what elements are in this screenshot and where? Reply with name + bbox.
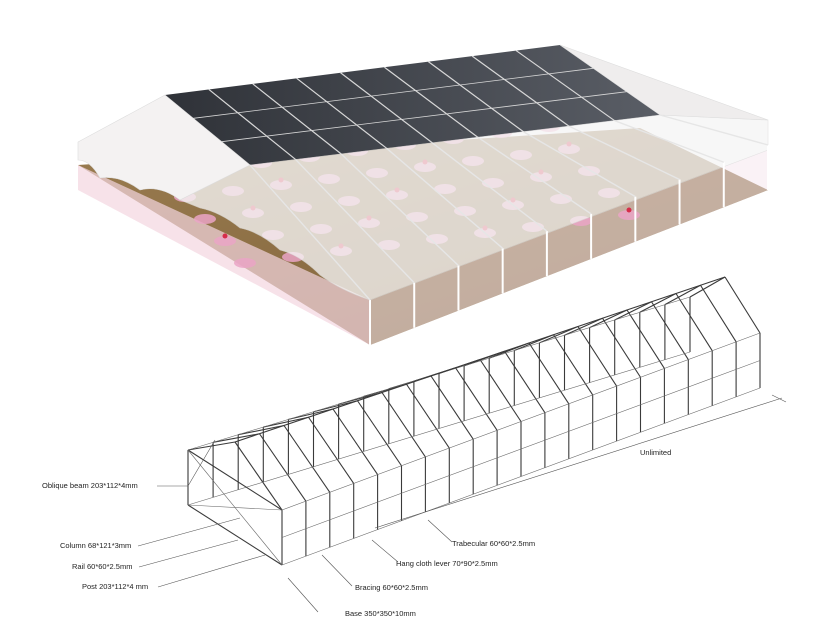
leader-trabecular <box>427 519 453 543</box>
leader-base <box>287 577 319 613</box>
frame-rafter <box>626 309 665 369</box>
frame-rafter <box>455 367 498 431</box>
tent-rafter <box>249 164 371 301</box>
frame-rafter <box>212 433 260 443</box>
frame-rafter <box>283 425 331 493</box>
frame-front-mid-rail <box>281 360 761 538</box>
frame-end-bracing <box>187 504 283 511</box>
roof-rafter-line <box>252 83 342 155</box>
frame-rafter <box>263 416 309 428</box>
frame-rafter <box>332 408 379 475</box>
side-wall <box>78 165 370 345</box>
frame-rafter <box>528 342 570 405</box>
flower-centerpiece <box>626 207 632 213</box>
tent-rafters <box>249 114 769 345</box>
frame-front-base-rail <box>281 387 761 566</box>
roof-grid <box>193 50 627 160</box>
frame-end-base <box>187 504 283 566</box>
tent-rafter <box>477 136 592 215</box>
length-dimension-line <box>374 397 783 529</box>
leader-bracing <box>321 554 353 587</box>
frame-rafter <box>288 408 334 420</box>
tent-rafter <box>568 125 680 181</box>
banquet-table <box>214 236 236 246</box>
leader-column <box>137 517 241 547</box>
tent-rafter <box>431 142 548 232</box>
banquet-table <box>194 214 216 224</box>
label-base: Base 350*350*10mm <box>345 609 416 618</box>
label-rail: Rail 60*60*2.5mm <box>72 562 132 571</box>
roof-purlin-line <box>221 91 627 143</box>
label-column: Column 68*121*3mm <box>60 541 131 550</box>
frame-rafter <box>614 301 652 321</box>
banquet-table <box>234 258 256 268</box>
frame-rafter <box>675 293 713 351</box>
label-hang-cloth-lever: Hang cloth lever 70*90*2.5mm <box>396 559 498 568</box>
tent-rafter <box>522 131 636 198</box>
roof-rafter-line <box>384 66 479 138</box>
length-tick-end <box>771 394 787 403</box>
frame-rafter <box>504 350 546 413</box>
flower-centerpiece <box>222 233 228 239</box>
tent-render <box>77 44 769 345</box>
frame-end-eave <box>187 449 283 511</box>
frame-ridge-beam <box>234 276 726 443</box>
leader-post <box>157 554 266 588</box>
frame-rafter <box>664 284 701 306</box>
frame-front-eave-rail <box>281 332 761 511</box>
frame-rafter <box>639 293 677 313</box>
roof-purlin-line <box>193 67 594 119</box>
frame-rafter <box>479 359 522 422</box>
frame-rafter <box>308 416 355 484</box>
frame-rafter <box>553 334 594 396</box>
back-wall <box>370 150 768 345</box>
frame-rafter <box>700 284 737 343</box>
frame-rafter <box>724 276 761 334</box>
frame-rafter <box>259 433 307 502</box>
label-post: Post 203*112*4 mm <box>82 582 148 591</box>
leader-oblique-beam <box>157 439 216 487</box>
frame-rafter <box>238 424 285 436</box>
canopy-front <box>179 114 769 301</box>
tent-rafter <box>659 114 769 146</box>
frame-rafter <box>313 400 358 413</box>
canopy-right <box>559 44 769 121</box>
roof-rafter-line <box>208 88 296 160</box>
label-oblique-beam: Oblique beam 203*112*4mm <box>42 481 138 490</box>
glass-roof <box>165 45 660 165</box>
frame-rafter <box>589 309 628 329</box>
leader-hang-cloth <box>371 539 399 563</box>
roof-rafter-line <box>296 77 388 149</box>
frame-rafter <box>430 375 474 440</box>
tent-rafter <box>386 147 504 249</box>
tent-rafter <box>614 119 725 163</box>
frame-rafter <box>689 276 726 298</box>
roof-rafter-line <box>427 61 524 133</box>
label-trabecular: Trabecular 60*60*2.5mm <box>452 539 535 548</box>
frame-rafter <box>602 317 641 378</box>
roof-rafter-line <box>515 50 615 122</box>
frame-rafter <box>577 326 618 387</box>
tent-rafter <box>340 153 459 267</box>
frame-rafter <box>564 317 603 336</box>
frame-rafter <box>357 400 402 467</box>
frame-rafter <box>651 301 689 360</box>
tent-rafter <box>295 158 415 284</box>
label-bracing: Bracing 60*60*2.5mm <box>355 583 428 592</box>
leader-rail <box>138 539 239 568</box>
roof-rafter-line <box>471 55 570 127</box>
roof-rafter-line <box>340 72 433 144</box>
label-length: Unlimited <box>640 448 671 457</box>
frame-rafter <box>234 441 283 511</box>
frame-structure <box>187 276 761 566</box>
frame-back-base-rail <box>187 351 691 506</box>
canopy-left <box>77 94 251 201</box>
